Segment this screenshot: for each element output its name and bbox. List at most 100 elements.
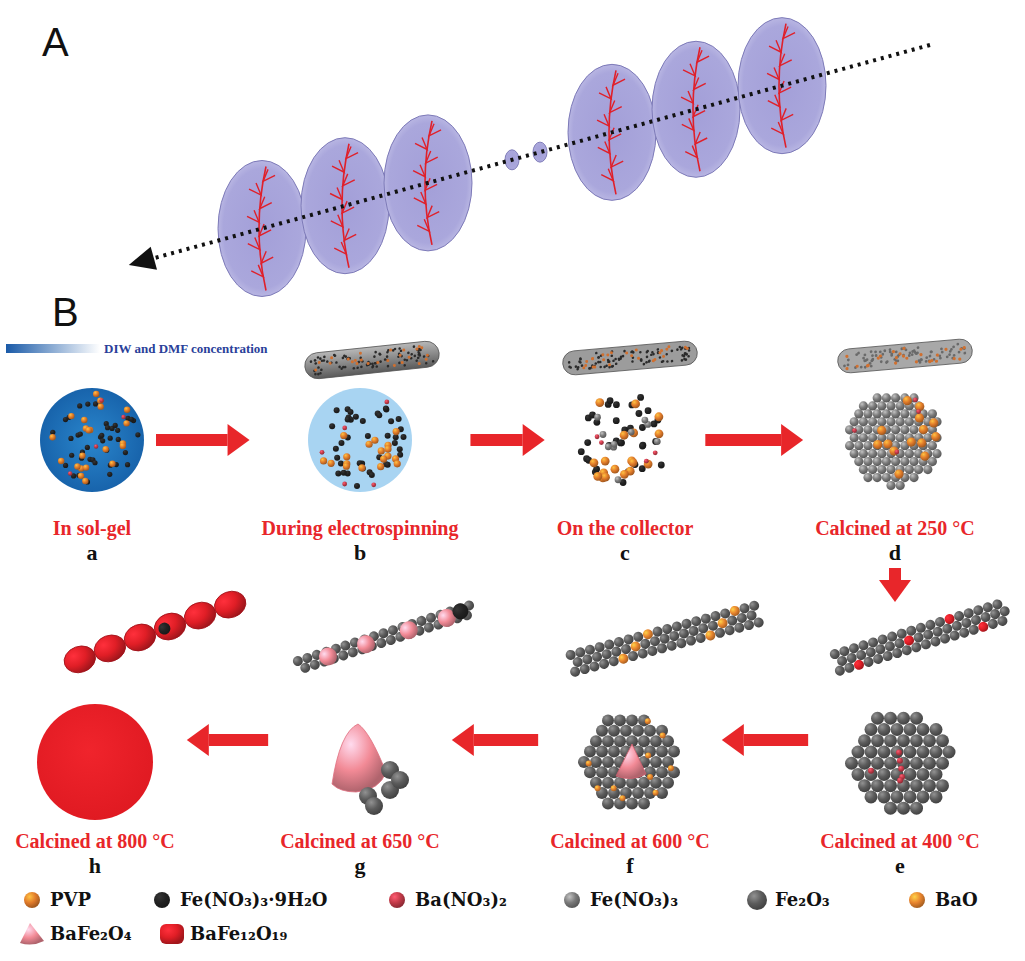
illustration-part [333, 354, 336, 357]
illustration-part [630, 351, 633, 354]
illustration-part [897, 712, 910, 725]
illustration-part [854, 441, 863, 450]
legend-text: Ba(NO₃)₂ [415, 889, 507, 911]
illustration-part [883, 439, 892, 448]
illustration-part [920, 358, 923, 361]
cross-section [332, 724, 409, 815]
illustration-part [886, 360, 889, 363]
illustration-part [358, 464, 365, 471]
illustration-part [579, 663, 591, 675]
illustration-part [748, 600, 760, 612]
illustration-part [365, 433, 371, 439]
illustration-part [68, 436, 73, 441]
illustration-part [936, 757, 949, 770]
illustration-part [681, 354, 684, 357]
illustration-part [901, 644, 913, 656]
illustration-part [360, 365, 363, 368]
illustration-part [638, 714, 650, 726]
process-arrow [744, 734, 808, 746]
illustration-part [398, 361, 401, 364]
illustration-part [82, 478, 88, 484]
illustration-part [854, 457, 863, 466]
fiber [292, 599, 479, 676]
illustration-part [360, 359, 363, 362]
illustration-part [908, 351, 911, 354]
illustration-part [595, 785, 601, 791]
illustration-part [320, 457, 327, 464]
illustration-part [681, 347, 684, 350]
illustration-part [120, 443, 126, 449]
illustration-part [639, 442, 646, 449]
illustration-part [666, 360, 669, 363]
illustration-part [317, 366, 320, 369]
illustration-part [248, 238, 260, 250]
illustration-part [386, 359, 389, 362]
illustration-part [314, 368, 317, 371]
illustration-part [100, 438, 105, 443]
illustration-part [919, 425, 928, 434]
illustration-part [880, 360, 883, 363]
illustration-part [930, 723, 943, 736]
illustration-part [881, 650, 893, 662]
illustration-part [896, 481, 905, 490]
illustration-part [753, 616, 765, 628]
illustration-part [666, 640, 678, 652]
illustration-part [865, 745, 878, 758]
illustration-part [925, 360, 928, 363]
illustration-part [611, 155, 623, 167]
legend-samples [20, 890, 925, 945]
illustration-part [611, 785, 617, 791]
illustration-part [891, 723, 904, 736]
process-stage: Calcined at 400 °Ce [812, 605, 988, 878]
illustration-part [121, 415, 125, 419]
illustration-part [871, 734, 884, 747]
illustration-part [884, 734, 897, 747]
illustration-part [329, 362, 332, 365]
illustration-part [958, 351, 961, 354]
illustration-part [660, 733, 666, 739]
illustration-part [889, 447, 898, 456]
illustration-part [891, 745, 904, 758]
illustration-part [697, 50, 709, 62]
illustration-part [607, 397, 614, 404]
illustration-part [870, 350, 873, 353]
illustration-part [584, 439, 591, 446]
illustration-part [863, 353, 866, 356]
illustration-part [601, 353, 604, 356]
illustration-part [375, 365, 378, 368]
legend-text: PVP [50, 889, 91, 911]
illustration-part [870, 365, 873, 368]
illustration-part [615, 362, 618, 365]
illustration-part [417, 356, 420, 359]
illustration-part [704, 629, 716, 641]
illustration-part [909, 425, 918, 434]
illustration-part [328, 460, 335, 467]
illustration-part [401, 361, 404, 364]
panel-label: B [52, 292, 79, 332]
illustration-part [681, 91, 693, 103]
illustration-part [107, 472, 112, 477]
fiber [837, 338, 974, 374]
illustration-part [564, 892, 580, 908]
illustration-part [917, 790, 930, 803]
illustration-part [914, 465, 923, 474]
illustration-part [892, 350, 895, 353]
illustration-part [868, 768, 874, 774]
illustration-part [599, 366, 602, 369]
illustration-part [653, 450, 658, 455]
illustration-part [376, 412, 382, 418]
illustration-part [909, 457, 918, 466]
illustration-part [617, 440, 624, 447]
illustration-part [332, 724, 386, 792]
illustration-part [68, 471, 72, 475]
illustration-part [379, 353, 382, 356]
illustration-part [662, 360, 665, 363]
illustration-part [125, 462, 130, 467]
illustration-part [99, 398, 103, 402]
illustration-part [872, 653, 884, 665]
illustration-part [588, 660, 600, 672]
illustration-part [683, 358, 686, 361]
illustration-part [584, 746, 596, 758]
illustration-part [898, 352, 901, 355]
illustration-part [602, 735, 614, 747]
